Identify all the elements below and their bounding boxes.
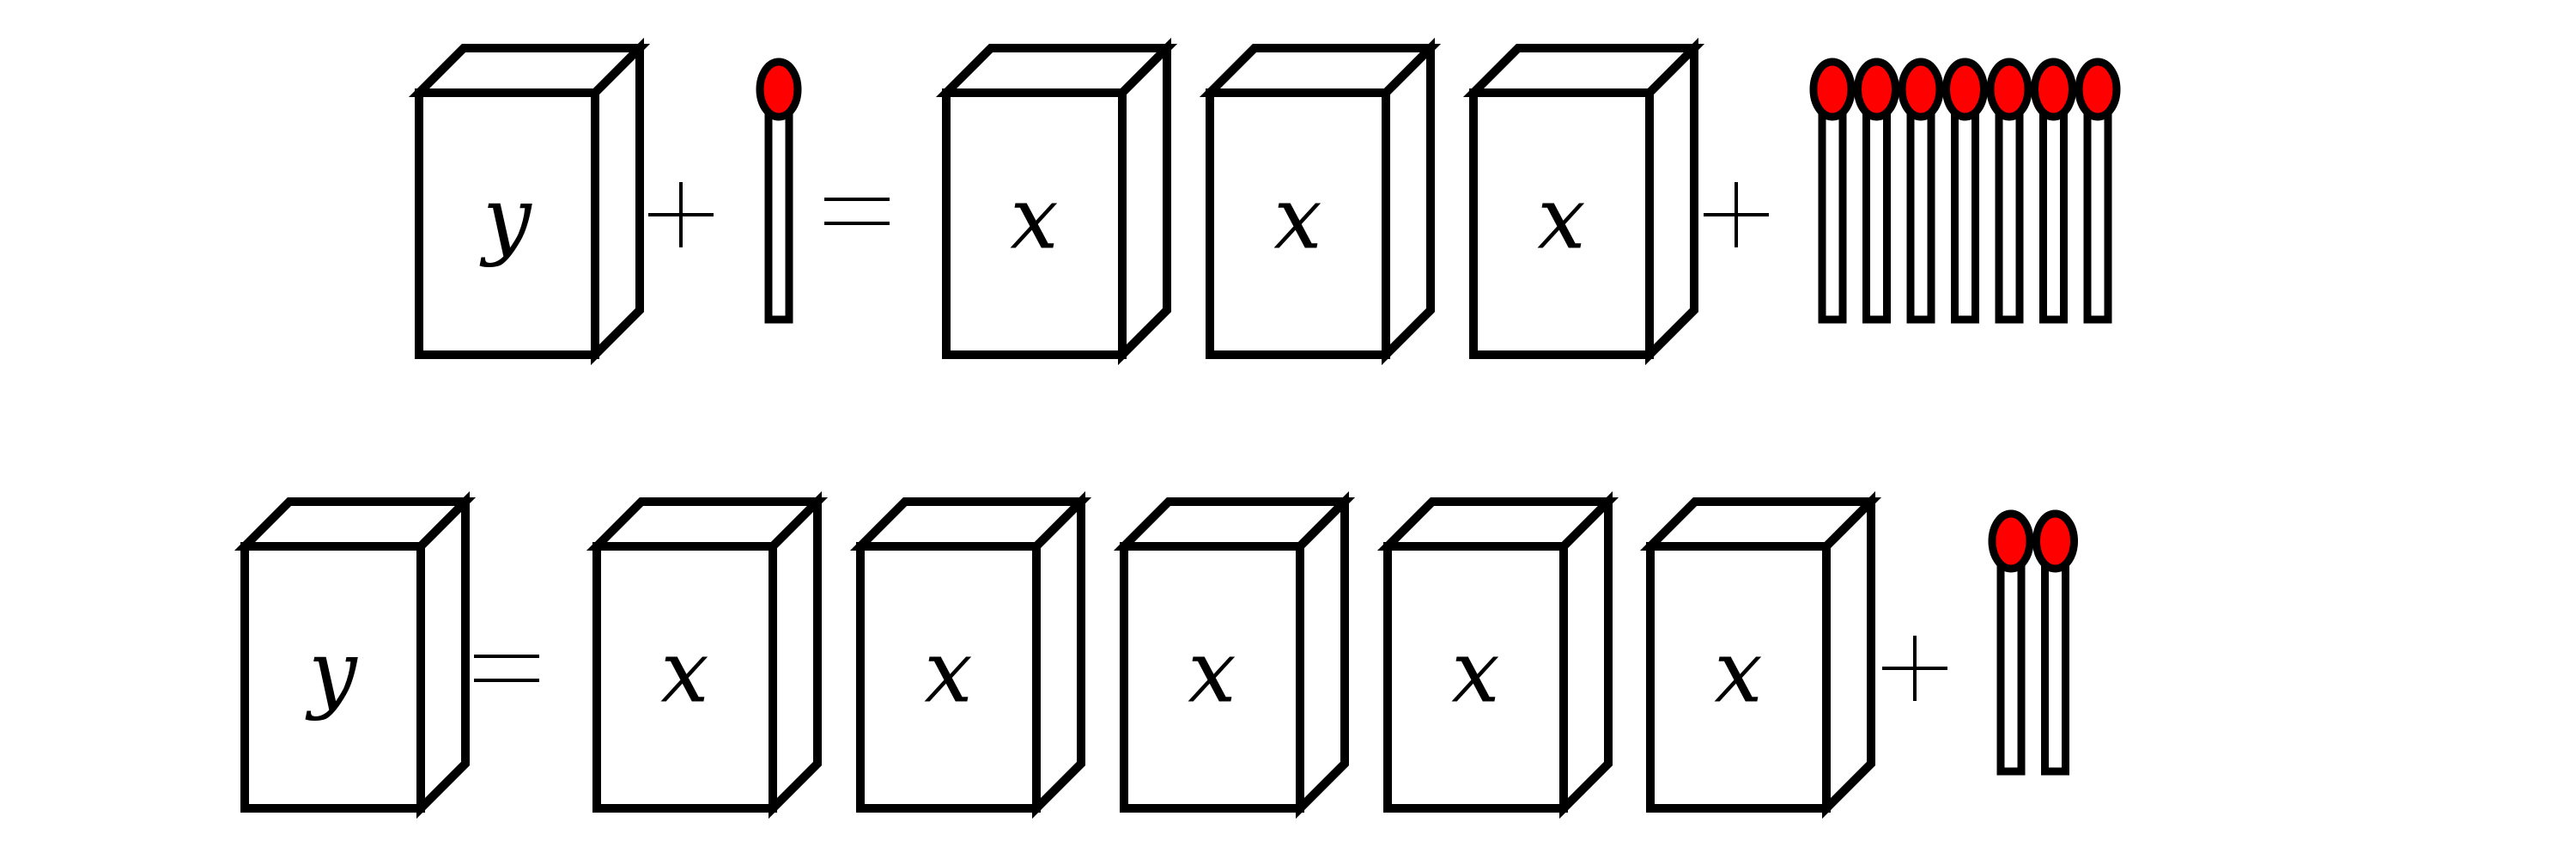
matchstick-head [756, 58, 802, 121]
matchbox-front-face [1646, 542, 1831, 813]
matchstick-body [2041, 537, 2069, 776]
rhs-matchstick [1854, 58, 1899, 324]
matchbox-front-face [1469, 88, 1654, 359]
rhs-matchstick [1986, 58, 2032, 324]
matchbox-front-face [942, 88, 1127, 359]
matchbox-variable-label: x [660, 622, 708, 722]
matchstick-body [1906, 85, 1935, 324]
plus-sign [648, 182, 714, 247]
matchstick-head [1898, 58, 1944, 121]
matchbox-side-face [1645, 37, 1698, 366]
matchbox-front-face [592, 542, 777, 813]
matchstick-body [1996, 537, 2026, 776]
rhs-matchbox: x [1113, 490, 1356, 819]
matchbox-variable-label: x [1714, 622, 1762, 722]
rhs-matchbox: x [1199, 37, 1442, 366]
matchbox-variable-label: x [1451, 622, 1499, 722]
rhs-matchbox: x [586, 490, 829, 819]
matchstick-head [2031, 58, 2076, 121]
matchstick-body [1995, 85, 2024, 324]
matchbox-variable-label: x [1537, 168, 1585, 269]
matchbox-front-face [856, 542, 1041, 813]
rhs-matchstick [2031, 58, 2076, 324]
plus-sign [1704, 182, 1769, 247]
matchbox-variable-label: y [305, 622, 358, 722]
equals-sign [474, 655, 539, 682]
matchbox-variable-label: x [1273, 168, 1321, 269]
matchbox-side-face [769, 490, 822, 819]
matchbox-front-face [1206, 88, 1390, 359]
rhs-matchstick [2032, 509, 2078, 776]
matchbox-side-face [591, 37, 644, 366]
matchbox-side-face [1382, 37, 1435, 366]
matchbox-side-face [1559, 490, 1613, 819]
matchstick-body [2039, 85, 2068, 324]
equals-sign [824, 198, 890, 225]
matchstick-head [1942, 58, 1988, 121]
matchstick-head [1854, 58, 1899, 121]
matchbox-side-face [416, 490, 470, 819]
rhs-matchbox: x [1376, 490, 1619, 819]
matchbox-side-face [1296, 490, 1349, 819]
lhs-matchbox: y [408, 37, 651, 366]
matchbox-side-face [1118, 37, 1171, 366]
matchbox-variable-label: x [1188, 622, 1236, 722]
matchstick-body [1951, 85, 1979, 324]
matchbox-front-face [1120, 542, 1304, 813]
matchbox-front-face [240, 542, 425, 813]
rhs-matchbox: x [1462, 37, 1705, 366]
matchstick-head [2075, 58, 2121, 121]
lhs-matchstick [756, 58, 802, 324]
rhs-matchstick [1988, 509, 2034, 776]
lhs-matchbox: y [234, 490, 477, 819]
rhs-matchstick [1942, 58, 1988, 324]
matchstick-head [1809, 58, 1856, 121]
rhs-matchstick [1809, 58, 1856, 324]
matchbox-front-face [1383, 542, 1568, 813]
rhs-matchbox: x [935, 37, 1178, 366]
matchbox-side-face [1032, 490, 1085, 819]
matchstick-body [1818, 85, 1847, 324]
rhs-matchbox: x [1639, 490, 1882, 819]
matchbox-variable-label: x [924, 622, 972, 722]
matchbox-variable-label: y [479, 168, 532, 269]
rhs-matchbox: x [849, 490, 1092, 819]
matchstick-head [1986, 58, 2032, 121]
matchstick-body [764, 85, 793, 324]
matchstick-head [1988, 509, 2034, 573]
matchstick-head [2032, 509, 2078, 573]
rhs-matchstick [1898, 58, 1944, 324]
matchstick-body [2083, 85, 2112, 324]
plus-sign [1882, 636, 1947, 701]
matchbox-front-face [415, 88, 599, 359]
rhs-matchstick [2075, 58, 2121, 324]
matchstick-body [1862, 85, 1891, 324]
matchbox-side-face [1822, 490, 1875, 819]
matchbox-variable-label: x [1010, 168, 1058, 269]
